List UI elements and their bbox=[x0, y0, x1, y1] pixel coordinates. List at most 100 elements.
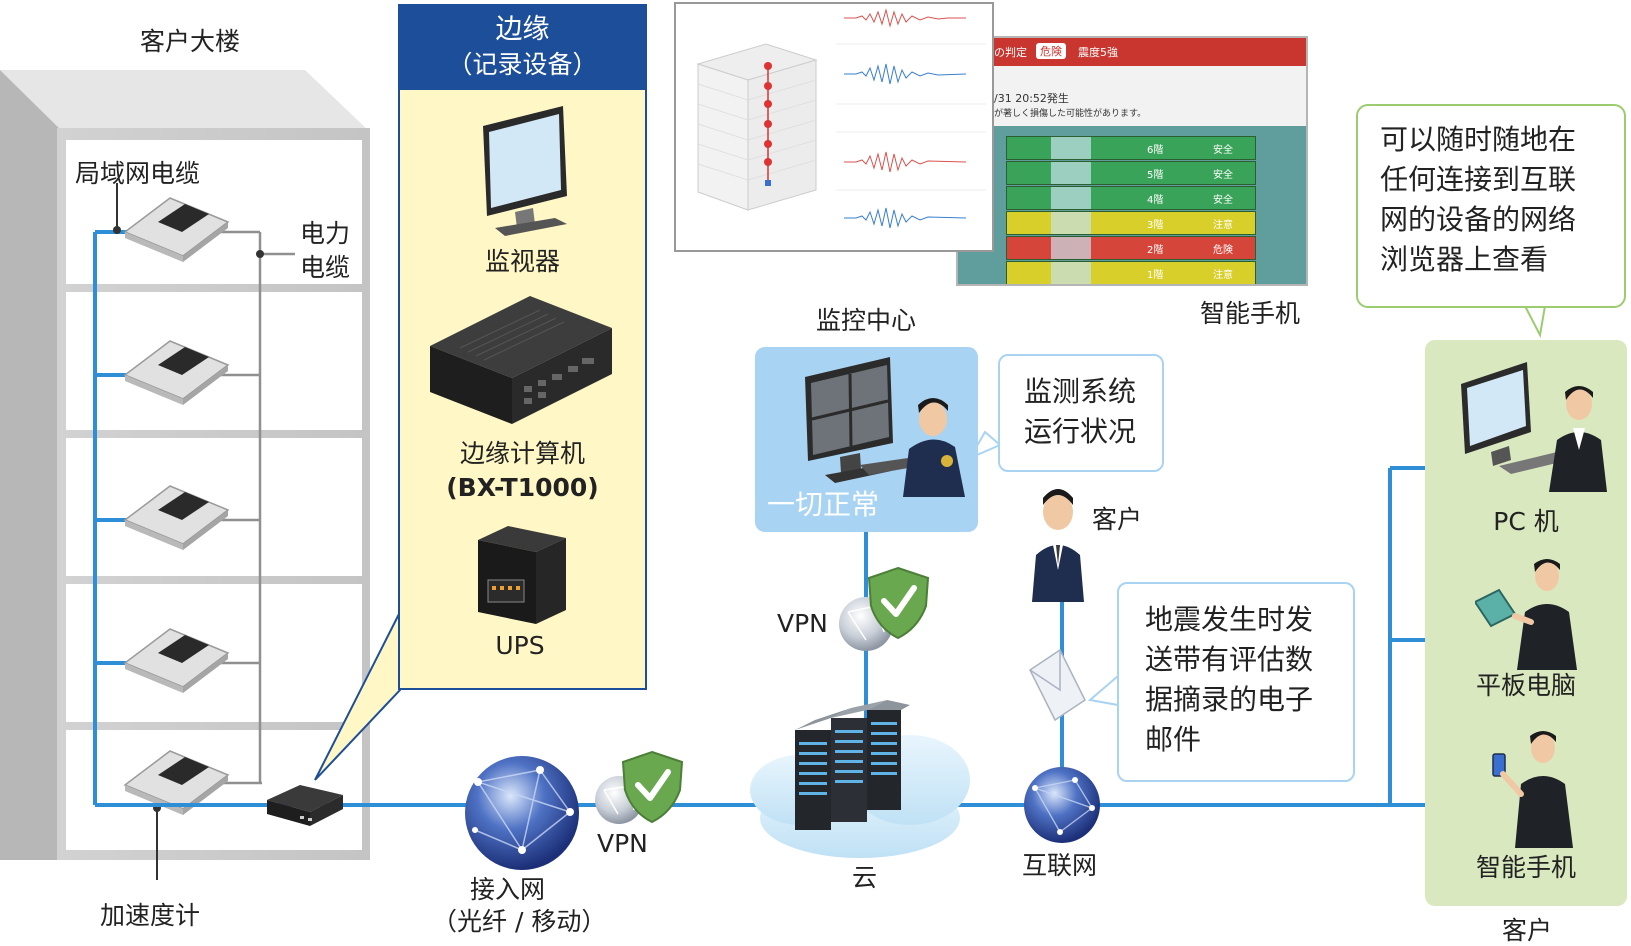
email-callout-line2: 送带有评估数 bbox=[1145, 643, 1314, 676]
ups-icon bbox=[478, 526, 566, 624]
floor-status: 安全 bbox=[1213, 195, 1233, 206]
access-network-sublabel: （光纤 / 移动） bbox=[432, 907, 607, 936]
smartphone-screen-label: 智能手机 bbox=[1200, 299, 1301, 328]
power-cable-lines bbox=[218, 230, 295, 785]
waveform-charts-svg bbox=[696, 8, 986, 229]
floor-status: 安全 bbox=[1213, 170, 1233, 181]
floor-status-row: 4階 安全 bbox=[1006, 186, 1256, 210]
edge-computer-model: (BX-T1000) bbox=[446, 473, 599, 502]
email-callout-pointer bbox=[1087, 673, 1119, 707]
accelerometer-icon bbox=[123, 340, 230, 405]
floor-status-row: 1階 注意 bbox=[1006, 261, 1256, 284]
edge-panel: 边缘 （记录设备） 监视器 边缘计算机 (BX-T1000) UP bbox=[398, 4, 647, 690]
accelerometer-sensors bbox=[123, 197, 230, 815]
monitor-callout-box: 监测系统 运行状况 bbox=[998, 354, 1164, 472]
vpn-left-shield-icon bbox=[595, 750, 684, 824]
email-customer-label: 客户 bbox=[1092, 505, 1143, 534]
floor-column-marker bbox=[1051, 237, 1091, 259]
monitor-callout-line1: 监测系统 bbox=[1024, 375, 1137, 408]
customer-device-panel: PC 机 平板电脑 智能手机 bbox=[1425, 340, 1627, 906]
floor-column-marker bbox=[1051, 162, 1091, 184]
customer-smartphone-label: 智能手机 bbox=[1475, 853, 1576, 882]
accelerometer-icon bbox=[123, 197, 230, 262]
browser-callout-box: 可以随时随地在 任何连接到互联 网的设备的网络 浏览器上查看 bbox=[1356, 104, 1626, 308]
browser-callout-line4: 浏览器上查看 bbox=[1380, 243, 1549, 276]
system-status-text: 一切正常 bbox=[767, 488, 880, 521]
pc-label: PC 机 bbox=[1493, 507, 1559, 536]
accelerometer-icon bbox=[123, 628, 230, 693]
email-envelope-icon bbox=[1029, 648, 1086, 722]
leader-dot bbox=[256, 250, 264, 258]
floor-status: 注意 bbox=[1213, 220, 1233, 231]
edge-computer-label: 边缘计算机 bbox=[459, 439, 585, 468]
power-cable-label-line2: 电缆 bbox=[300, 253, 351, 282]
floor-status-row: 5階 安全 bbox=[1006, 161, 1256, 185]
tablet-user-icon bbox=[1475, 559, 1577, 670]
floor-column-marker bbox=[1051, 187, 1091, 209]
smartphone-screen-mockup: の判定 危険 震度5強 /31 20:52発生 が著しく損傷した可能性があります… bbox=[956, 36, 1308, 286]
monitor-callout-line2: 运行状况 bbox=[1024, 415, 1137, 448]
floor-status-row: 2階 危険 bbox=[1006, 236, 1256, 260]
access-network-globe-icon bbox=[465, 756, 579, 870]
floor-name: 6階 bbox=[1147, 145, 1164, 156]
pc-user-icon bbox=[1461, 362, 1607, 492]
browser-callout-line2: 任何连接到互联 bbox=[1380, 163, 1577, 196]
vpn-center-shield-icon bbox=[839, 566, 930, 651]
operator-workstation-icon bbox=[805, 357, 965, 497]
edge-computer-small-icon bbox=[267, 785, 343, 826]
cloud-server-icon bbox=[750, 700, 970, 858]
intensity-text: 震度5強 bbox=[1078, 46, 1118, 59]
floor-status-row: 6階 安全 bbox=[1006, 136, 1256, 160]
damage-note-text: が著しく損傷した可能性があります。 bbox=[994, 109, 1147, 119]
app-header-text: の判定 bbox=[994, 46, 1027, 59]
vpn-center-label: VPN bbox=[777, 609, 828, 638]
browser-callout-line1: 可以随时随地在 bbox=[1380, 123, 1577, 156]
internet-label: 互联网 bbox=[1022, 851, 1098, 880]
floor-name: 4階 bbox=[1147, 195, 1164, 206]
danger-badge: 危険 bbox=[1036, 43, 1066, 59]
building-title: 客户大楼 bbox=[140, 27, 241, 56]
vpn-left-label: VPN bbox=[597, 829, 648, 858]
edge-computer-icon bbox=[430, 296, 612, 424]
floor-status: 注意 bbox=[1213, 270, 1233, 281]
accelerometer-icon bbox=[123, 485, 230, 550]
tablet-label: 平板电脑 bbox=[1475, 671, 1576, 700]
edge-header-subtitle: （记录设备） bbox=[447, 50, 598, 79]
monitor-icon bbox=[483, 106, 567, 236]
ups-label: UPS bbox=[495, 631, 545, 660]
power-cable-label-line1: 电力 bbox=[300, 219, 351, 248]
customer-panel-title: 客户 bbox=[1502, 916, 1553, 945]
email-callout-line3: 据摘录的电子 bbox=[1145, 683, 1314, 716]
access-network-label: 接入网 bbox=[470, 875, 546, 904]
internet-globe-icon bbox=[1024, 767, 1100, 843]
floor-column-marker bbox=[1051, 262, 1091, 284]
smartphone-user-icon bbox=[1492, 731, 1573, 848]
edge-panel-header: 边缘 （记录设备） bbox=[400, 6, 645, 90]
browser-callout-pointer bbox=[1523, 305, 1547, 339]
accelerometer-icon bbox=[123, 750, 230, 815]
floor-name: 5階 bbox=[1147, 170, 1164, 181]
edge-header-title: 边缘 bbox=[495, 14, 550, 45]
email-callout-line1: 地震发生时发 bbox=[1145, 603, 1314, 636]
app-header-bar: の判定 危険 震度5強 bbox=[958, 38, 1306, 66]
cloud-label: 云 bbox=[852, 863, 878, 892]
floor-status: 危険 bbox=[1213, 245, 1233, 256]
floor-name: 3階 bbox=[1147, 220, 1164, 231]
floor-column-marker bbox=[1051, 137, 1091, 159]
floor-column-marker bbox=[1051, 212, 1091, 234]
floor-name: 1階 bbox=[1147, 270, 1164, 281]
accelerometer-label: 加速度计 bbox=[100, 901, 201, 930]
browser-callout-line3: 网的设备的网络 bbox=[1380, 203, 1577, 236]
customer-person-icon bbox=[1032, 489, 1084, 602]
floor-status-row: 3階 注意 bbox=[1006, 211, 1256, 235]
floor-name: 2階 bbox=[1147, 245, 1164, 256]
floor-status: 安全 bbox=[1213, 145, 1233, 156]
lan-cable-label: 局域网电缆 bbox=[75, 159, 201, 188]
leader-dot bbox=[113, 226, 121, 234]
label-leader-lines bbox=[116, 183, 158, 880]
waveform-chart-mockup bbox=[674, 2, 994, 252]
lan-cable-lines bbox=[93, 230, 128, 805]
event-date-text: /31 20:52発生 bbox=[994, 92, 1069, 105]
